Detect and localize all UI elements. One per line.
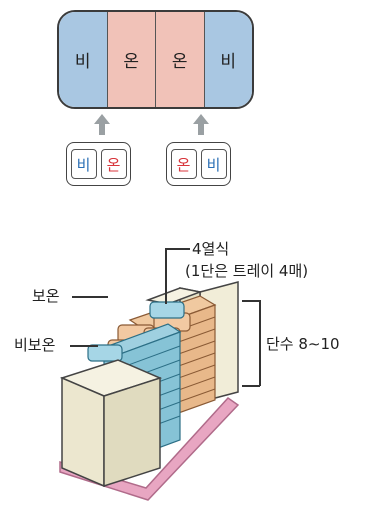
compartment-warm-1: 온 <box>106 12 155 107</box>
tray-cell-cold: 비 <box>70 149 97 179</box>
label-rows: 4열식 <box>192 240 230 258</box>
bracket-bottom <box>242 385 260 387</box>
compartment-cold-2: 비 <box>203 12 252 107</box>
leader-line <box>165 248 167 304</box>
compartment-bar: 비 온 온 비 <box>57 10 254 109</box>
leader-line <box>70 345 98 347</box>
compartment-warm-2: 온 <box>155 12 204 107</box>
tray-cell-warm: 온 <box>170 149 197 179</box>
label-trays: (1단은 트레이 4매) <box>185 262 309 280</box>
tray-pair-1: 비 온 <box>66 142 131 186</box>
up-arrow-icon <box>193 114 209 136</box>
leader-line <box>165 248 190 250</box>
tray-cell-cold: 비 <box>200 149 227 179</box>
bracket-top <box>242 300 260 302</box>
tray-cell-warm: 온 <box>100 149 127 179</box>
compartment-cold-1: 비 <box>59 12 107 107</box>
label-warm: 보온 <box>32 287 60 305</box>
leader-line <box>72 296 108 298</box>
tray-pair-2: 온 비 <box>166 142 231 186</box>
up-arrow-icon <box>94 114 110 136</box>
label-levels: 단수 8∼10 <box>266 335 340 353</box>
label-cold: 비보온 <box>14 336 56 354</box>
bracket-vertical <box>259 300 261 386</box>
